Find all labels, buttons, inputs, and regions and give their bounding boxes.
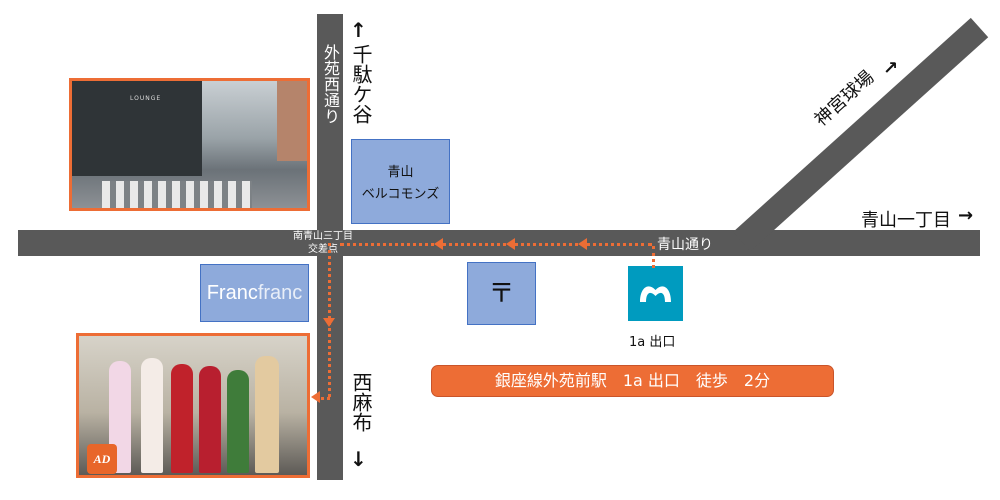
tower-building <box>277 81 307 161</box>
staff-photo: AD <box>76 333 310 478</box>
arrow-right-icon: → <box>958 205 974 226</box>
aoyama-bell-commons-building: 青山 ベルコモンズ <box>351 139 450 224</box>
arrow-ne-icon: ↗ <box>883 58 899 79</box>
post-office-building: 〒 <box>467 262 536 325</box>
nishiazabu-label: 西麻布 <box>349 372 373 432</box>
sendagaya-label: 千駄ケ谷 <box>349 44 373 124</box>
francfranc-logo-part2: franc <box>257 282 303 304</box>
crossing-label-line1: 南青山三丁目 <box>293 231 353 242</box>
aoyama-bell-commons-line2: ベルコモンズ <box>361 187 440 202</box>
route-arrow-icon <box>506 238 515 250</box>
arrow-up-icon: ↑ <box>350 18 367 42</box>
aoyama-bell-commons-line1: 青山 <box>387 165 414 180</box>
route-to-shop <box>316 397 330 400</box>
route-arrow-icon <box>434 238 443 250</box>
ad-logo: AD <box>87 444 117 474</box>
route-arrow-down-icon <box>323 318 335 327</box>
person <box>255 356 279 473</box>
gaien-nishi-dori-label: 外苑西通り <box>321 44 340 124</box>
route-from-exit <box>652 246 655 268</box>
aoyama-dori-label: 青山通り <box>657 237 713 253</box>
person <box>141 358 163 473</box>
station-access-text: 銀座線外苑前駅 1a 出口 徒歩 2分 <box>494 371 771 390</box>
crosswalk <box>102 181 252 208</box>
route-arrow-icon <box>578 238 587 250</box>
lounge-sign: LOUNGE <box>130 95 162 102</box>
building-facade <box>72 81 202 176</box>
route-along-aoyama <box>340 243 652 246</box>
person <box>171 364 193 473</box>
metro-icon <box>628 266 683 321</box>
post-office-icon: 〒 <box>488 279 515 309</box>
storefront-photo: LOUNGE <box>69 78 310 211</box>
person <box>199 366 221 473</box>
crossing-label: 南青山三丁目 交差点 <box>286 230 360 256</box>
person <box>227 370 249 473</box>
francfranc-logo-part1: Franc <box>206 282 258 304</box>
crossing-label-line2: 交差点 <box>308 244 338 255</box>
arrow-down-icon: ↓ <box>350 447 367 471</box>
station-access-banner: 銀座線外苑前駅 1a 出口 徒歩 2分 <box>431 365 834 397</box>
metro-exit-label: 1a 出口 <box>629 335 676 350</box>
aoyama-itchome-label: 青山一丁目 <box>861 210 951 231</box>
route-arrow-icon <box>311 391 320 403</box>
francfranc-building: Francfranc <box>200 264 309 322</box>
